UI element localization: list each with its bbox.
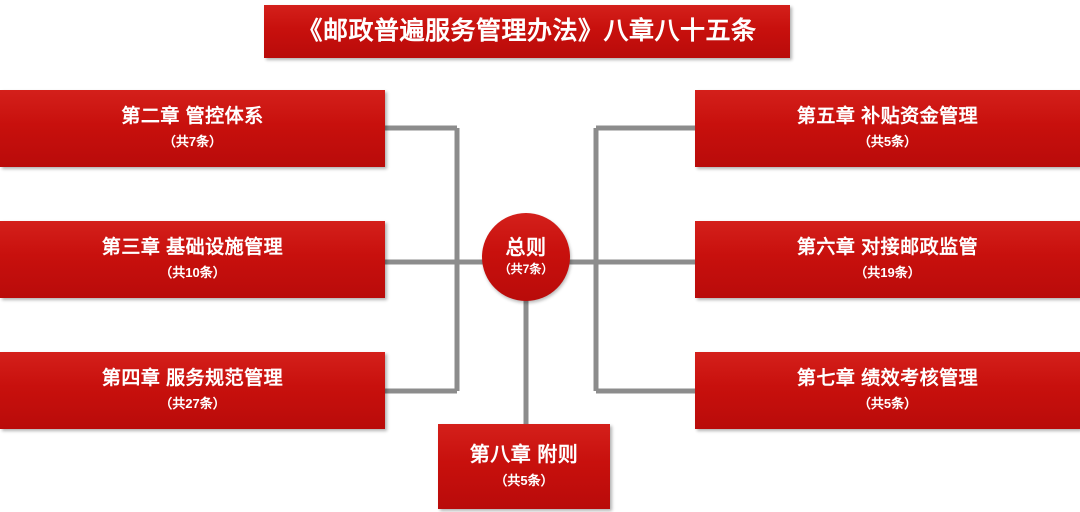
chapter-box-6-label: 第六章 对接邮政监管 [796, 237, 979, 259]
chapter-box-6[interactable]: 第六章 对接邮政监管 （共19条） [695, 221, 1080, 298]
chapter-box-7-label: 第七章 绩效考核管理 [796, 368, 979, 390]
chapter-box-4-label: 第四章 服务规范管理 [101, 368, 284, 390]
chapter-box-5[interactable]: 第五章 补贴资金管理 （共5条） [695, 90, 1080, 167]
chapter-box-5-count: （共5条） [857, 134, 918, 150]
chapter-box-7-count: （共5条） [857, 396, 918, 412]
center-node-general-provisions[interactable]: 总则 （共7条） [482, 213, 570, 301]
diagram-title-banner: 《邮政普遍服务管理办法》八章八十五条 [264, 5, 790, 58]
chapter-box-3-label: 第三章 基础设施管理 [101, 237, 284, 259]
page-title: 《邮政普遍服务管理办法》八章八十五条 [297, 16, 757, 45]
chapter-box-8-label: 第八章 附则 [469, 444, 579, 467]
chapter-box-6-count: （共19条） [854, 265, 921, 281]
chapter-box-5-label: 第五章 补贴资金管理 [796, 106, 979, 128]
chapter-box-4[interactable]: 第四章 服务规范管理 （共27条） [0, 352, 385, 429]
chapter-box-8[interactable]: 第八章 附则 （共5条） [438, 424, 610, 509]
center-node-label: 总则 [505, 237, 547, 260]
chapter-box-7[interactable]: 第七章 绩效考核管理 （共5条） [695, 352, 1080, 429]
chapter-box-2-label: 第二章 管控体系 [121, 106, 264, 128]
chapter-box-3-count: （共10条） [159, 265, 226, 281]
chapter-box-2[interactable]: 第二章 管控体系 （共7条） [0, 90, 385, 167]
center-node-count: （共7条） [498, 262, 554, 277]
chapter-box-8-count: （共5条） [494, 473, 554, 489]
chapter-box-2-count: （共7条） [162, 134, 223, 150]
chapter-box-4-count: （共27条） [159, 396, 226, 412]
chapter-box-3[interactable]: 第三章 基础设施管理 （共10条） [0, 221, 385, 298]
